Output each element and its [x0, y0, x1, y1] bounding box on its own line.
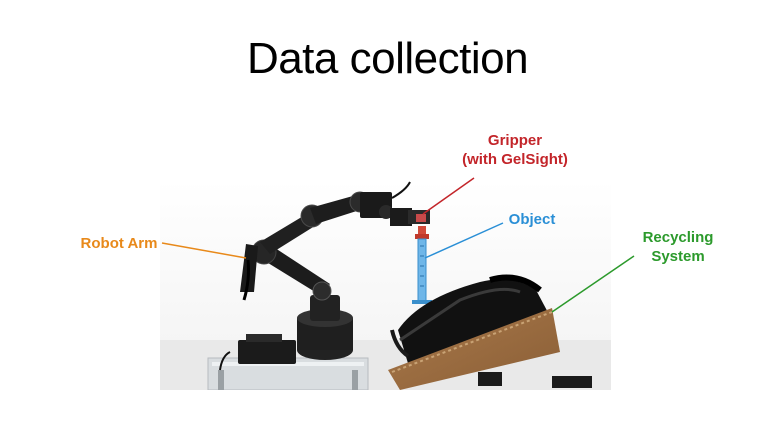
gripper-label-line2: (with GelSight) — [462, 151, 568, 168]
robot-setup-photo — [160, 180, 611, 390]
robot-setup-illustration — [160, 180, 611, 390]
robot-arm-label: Robot Arm — [80, 235, 158, 252]
gripper-label: Gripper (with GelSight) — [445, 131, 585, 169]
recycling-label-line1: Recycling — [642, 229, 714, 246]
recycling-system-label: Recycling System — [628, 228, 728, 266]
object-label: Object — [508, 211, 556, 228]
gripper-label-line1: Gripper — [487, 132, 543, 149]
recycling-label-line2: System — [651, 248, 705, 265]
slide-title: Data collection — [246, 34, 529, 83]
